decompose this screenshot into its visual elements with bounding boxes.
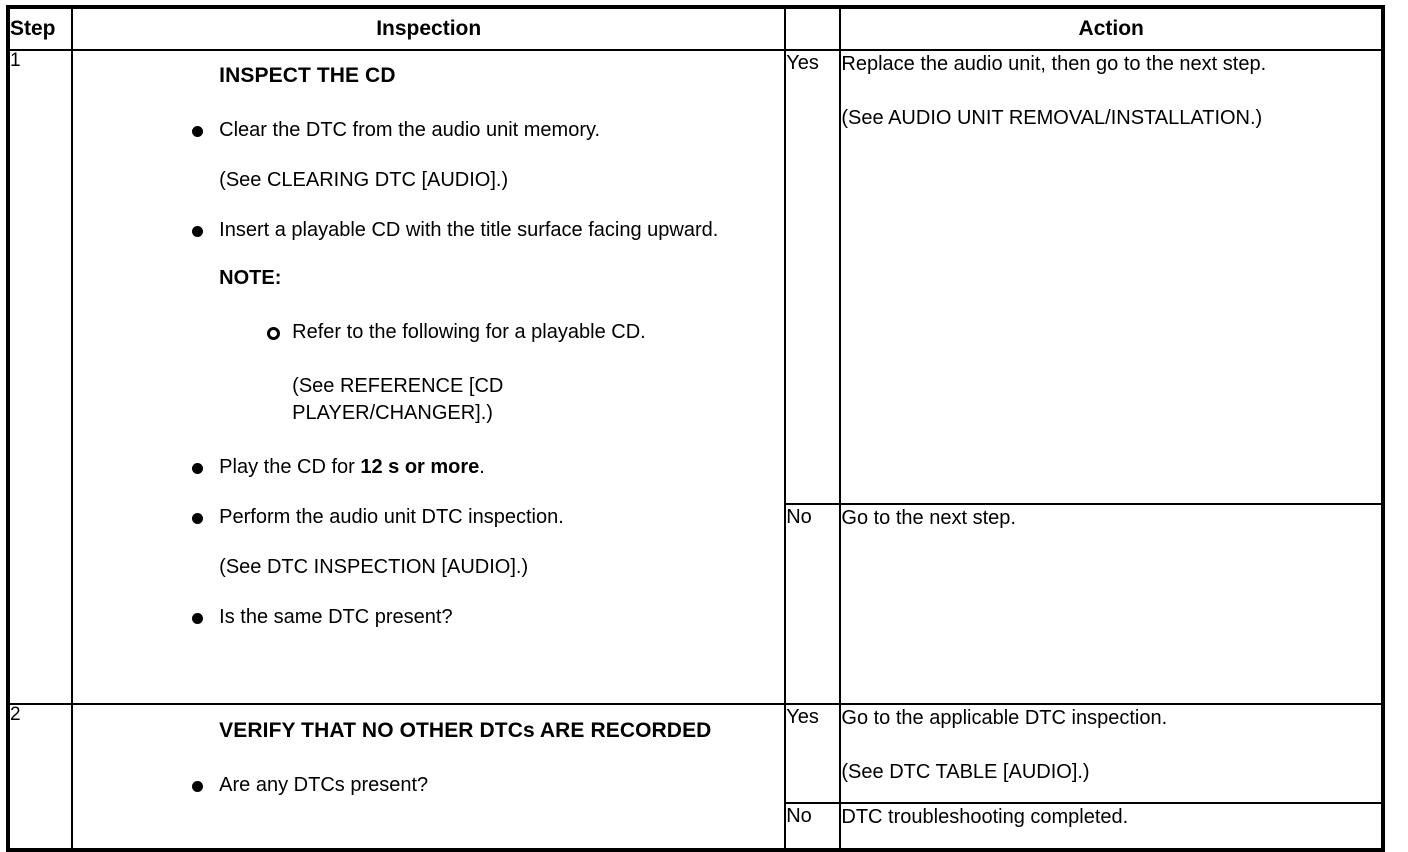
table-row: 2 VERIFY THAT NO OTHER DTCs ARE RECORDED… [6, 703, 1384, 851]
column-header-outcome-blank [785, 6, 842, 51]
bullet-filled-icon [192, 513, 204, 525]
action-line-reference: (See AUDIO UNIT REMOVAL/INSTALLATION.) [841, 107, 1263, 129]
table-row: No Go to the next step. [8, 503, 1384, 705]
outcome-label-no-1: No [784, 503, 842, 705]
bullet-text: Are any DTCs present? [219, 774, 429, 797]
troubleshooting-table: Step Inspection Action 1 INSPECT THE CD … [6, 5, 1385, 852]
action-cell-yes-2: Go to the applicable DTC inspection. (Se… [839, 703, 1384, 804]
step-number-1: 1 [6, 49, 74, 705]
outcome-label-no-2: No [784, 802, 842, 851]
action-line: Go to the next step. [841, 507, 1016, 529]
bullet-text-suffix: . [479, 456, 485, 479]
action-cell-yes-1: Replace the audio unit, then go to the n… [839, 49, 1384, 505]
bullet-filled-icon [192, 226, 204, 238]
list-item: Insert a playable CD with the title surf… [73, 215, 774, 243]
note-label: NOTE: [219, 267, 282, 290]
outcome-label-yes-1: Yes [784, 49, 842, 505]
bullet-text-prefix: Play the CD for [219, 456, 361, 479]
action-line-reference: (See DTC TABLE [AUDIO].) [841, 761, 1090, 783]
bullet-text: Insert a playable CD with the title surf… [219, 219, 719, 242]
bullet-text-bold: 12 s or more [360, 456, 480, 479]
bullet-reference: (See DTC INSPECTION [AUDIO].) [219, 556, 529, 579]
action-cell-no-2: DTC troubleshooting completed. [839, 802, 1384, 851]
inspection-heading-1: INSPECT THE CD [219, 64, 396, 87]
sub-bullet-reference: (See REFERENCE [CD PLAYER/CHANGER].) [292, 375, 504, 424]
list-item: Play the CD for 12 s or more. [73, 452, 774, 480]
table-header-row: Step Inspection Action [6, 6, 1384, 51]
inspection-bullet-list-1: Clear the DTC from the audio unit memory… [73, 115, 774, 630]
list-item: Are any DTCs present? [73, 770, 774, 798]
sub-list-item: Refer to the following for a playable CD… [73, 317, 774, 345]
column-header-action: Action [840, 6, 1384, 51]
bullet-text: Is the same DTC present? [219, 606, 453, 629]
bullet-text: Perform the audio unit DTC inspection. [219, 506, 564, 529]
bullet-reference: (See CLEARING DTC [AUDIO].) [219, 169, 509, 192]
action-line: Go to the applicable DTC inspection. [841, 707, 1168, 729]
bullet-filled-icon [192, 126, 204, 138]
bullet-text: Clear the DTC from the audio unit memory… [219, 119, 601, 142]
list-item: Perform the audio unit DTC inspection. [73, 502, 774, 530]
bullet-filled-icon [192, 781, 204, 793]
bullet-filled-icon [192, 463, 204, 475]
bullet-hollow-icon [267, 327, 281, 341]
step-number-2: 2 [6, 703, 74, 851]
column-header-inspection: Inspection [71, 6, 787, 51]
table-row: No DTC troubleshooting completed. [8, 802, 1384, 851]
inspection-heading-2: VERIFY THAT NO OTHER DTCs ARE RECORDED [219, 719, 712, 742]
table-row: 1 INSPECT THE CD Clear the DTC from the … [6, 49, 1384, 705]
inspection-bullet-list-2: Are any DTCs present? [73, 770, 774, 798]
action-line: Replace the audio unit, then go to the n… [841, 53, 1267, 75]
inspection-cell-2: VERIFY THAT NO OTHER DTCs ARE RECORDED A… [71, 703, 787, 851]
bullet-text: Play the CD for 12 s or more. [219, 452, 774, 480]
inspection-cell-1: INSPECT THE CD Clear the DTC from the au… [71, 49, 787, 705]
list-item: Clear the DTC from the audio unit memory… [73, 115, 774, 143]
column-header-step: Step [6, 6, 74, 51]
action-cell-no-1: Go to the next step. [839, 503, 1384, 705]
action-line: DTC troubleshooting completed. [841, 806, 1129, 828]
outcome-label-yes-2: Yes [784, 703, 842, 804]
list-item: Is the same DTC present? [73, 602, 774, 630]
sub-bullet-text: Refer to the following for a playable CD… [292, 321, 646, 344]
bullet-filled-icon [192, 613, 204, 625]
